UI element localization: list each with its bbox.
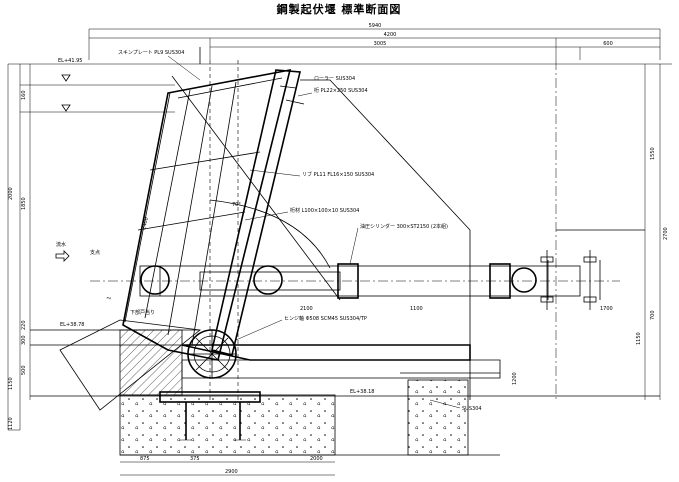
el-low-label: EL+38.18 — [350, 389, 374, 395]
callout-shaft: ヒンジ軸 Φ508 SCM45 SUS304/TP — [284, 315, 367, 322]
dim-top-mid: 3005 — [374, 41, 387, 47]
callout-anchor: SUS304 — [462, 406, 482, 412]
dim-left-low4: 1120 — [8, 417, 14, 430]
dim-right-total: 2700 — [663, 227, 669, 240]
dim-bottom-b: 375 — [190, 456, 200, 462]
dim-left-a: 160 — [21, 90, 27, 100]
dim-top-total: 5940 — [369, 23, 382, 29]
callouts: スキンプレート PL9 SUS304 ローラー SUS304 桁 PL22×25… — [60, 50, 482, 412]
housing — [199, 47, 645, 400]
dim-left-b: 220 — [21, 320, 27, 330]
dim-top-right: 4200 — [384, 32, 397, 38]
dim-left-inner: 1850 — [21, 197, 27, 210]
hinge-pivot — [159, 329, 261, 441]
dim-bottom-c: 2000 — [310, 456, 323, 462]
callout-pivot: 支点 — [90, 249, 100, 256]
hydraulic-cylinder — [90, 260, 620, 300]
gate-body — [122, 60, 341, 400]
dim-bottom-a: 875 — [140, 456, 150, 462]
callout-roller: ローラー SUS304 — [314, 76, 355, 82]
dim-right-d: 1200 — [512, 372, 518, 385]
water-level-icon — [61, 74, 71, 82]
frame-lines — [7, 63, 672, 431]
callout-girder: 桁 PL22×250 SUS304 — [314, 87, 368, 94]
flow-arrow-icon — [55, 250, 70, 262]
top-dimensions: 5940 4200 3005 600 — [88, 23, 661, 60]
foundation — [30, 329, 660, 456]
callout-skin-plate: スキンプレート PL9 SUS304 — [118, 50, 184, 56]
dim-top-small: 600 — [603, 41, 613, 47]
mid-dim-c: 1700 — [600, 306, 613, 312]
callout-beam: 桁材 L100×100×10 SUS304 — [290, 207, 359, 214]
el-mid-label: EL+38.78 — [60, 322, 84, 328]
right-dimensions: 2700 1550 700 1150 1200 — [512, 147, 669, 385]
callout-rib: リブ PL11 FL16×150 SUS304 — [302, 171, 374, 178]
dim-right-b: 700 — [650, 310, 656, 320]
dim-left-low1: 1150 — [8, 377, 14, 390]
flow-label: 流水 — [56, 241, 66, 248]
gate-dim-b: 1 — [106, 296, 113, 301]
dim-right-c: 1150 — [636, 332, 642, 345]
water-level-icon — [61, 104, 71, 112]
callout-cylinder: 油圧シリンダー 300×ST2150 (2本組) — [360, 223, 448, 230]
callout-hinge: 下部戸当り — [130, 309, 155, 316]
drawing-title: 鋼製起伏堰 標準断面図 — [276, 2, 402, 16]
angle-label: 70° — [232, 202, 241, 208]
dim-left-low3: 300 — [21, 335, 27, 345]
dim-left-low2: 500 — [21, 365, 27, 375]
dim-left-total: 2000 — [8, 187, 14, 200]
left-dimensions: 2000 1850 1150 500 300 1120 160 220 — [8, 90, 27, 430]
right-anchor-bolts — [540, 250, 597, 310]
swing-arc — [209, 199, 331, 269]
dim-bottom-total: 2900 — [225, 469, 238, 475]
mid-dim-b: 1100 — [410, 306, 423, 312]
brace — [59, 319, 201, 411]
gate-dim-a: 2400 — [141, 217, 150, 231]
mid-dim-a: 2100 — [300, 306, 313, 312]
dim-right-a: 1550 — [650, 147, 656, 160]
el-top-label: EL+41.95 — [58, 58, 82, 64]
bottom-dimensions: 875 375 2000 2900 EL+38.18 — [120, 389, 374, 476]
